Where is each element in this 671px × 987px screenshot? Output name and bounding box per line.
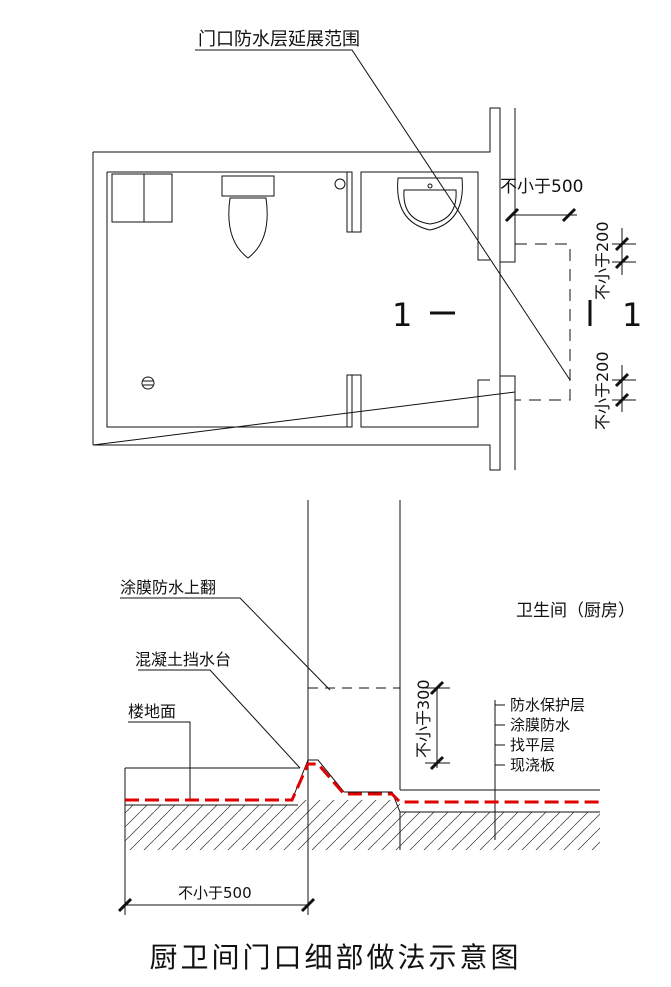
- toilet-tank: [221, 175, 275, 197]
- floor-label: 楼地面: [128, 702, 176, 721]
- dim-right-bottom-label: 不小于200: [593, 351, 612, 430]
- layer-3: 找平层: [510, 736, 555, 754]
- extension-zone: [515, 243, 571, 401]
- layer-1: 防水保护层: [510, 696, 585, 714]
- section-mark-right: 1: [622, 296, 642, 334]
- curb-label: 混凝土挡水台: [135, 650, 231, 669]
- floor-drain: [141, 376, 155, 390]
- layer-4: 现浇板: [510, 756, 555, 774]
- sink: [397, 177, 463, 231]
- plan-view: [92, 49, 636, 471]
- drawing-title: 厨卫间门口细部做法示意图: [149, 941, 522, 974]
- layer-2: 涂膜防水: [510, 716, 570, 734]
- bottom-dim-label: 不小于500: [178, 884, 252, 902]
- cabinet: [111, 173, 173, 223]
- extension-label: 门口防水层延展范围: [198, 29, 360, 50]
- outer-wall: [92, 107, 516, 471]
- slab-hatch: [125, 800, 600, 850]
- dim-right-top-label: 不小于200: [593, 221, 612, 300]
- extension-leader: [195, 49, 571, 381]
- inner-wall: [107, 171, 490, 261]
- section-view: [117, 500, 600, 915]
- section-mark-left: 1: [392, 296, 412, 334]
- height-dim-label: 不小于300: [414, 679, 433, 758]
- room-label: 卫生间（厨房）: [516, 601, 635, 621]
- waterproof-membrane: [125, 762, 600, 804]
- upturn-label: 涂膜防水上翻: [120, 578, 216, 597]
- dim-top-label: 不小于500: [500, 177, 583, 197]
- toilet-bowl: [228, 197, 268, 259]
